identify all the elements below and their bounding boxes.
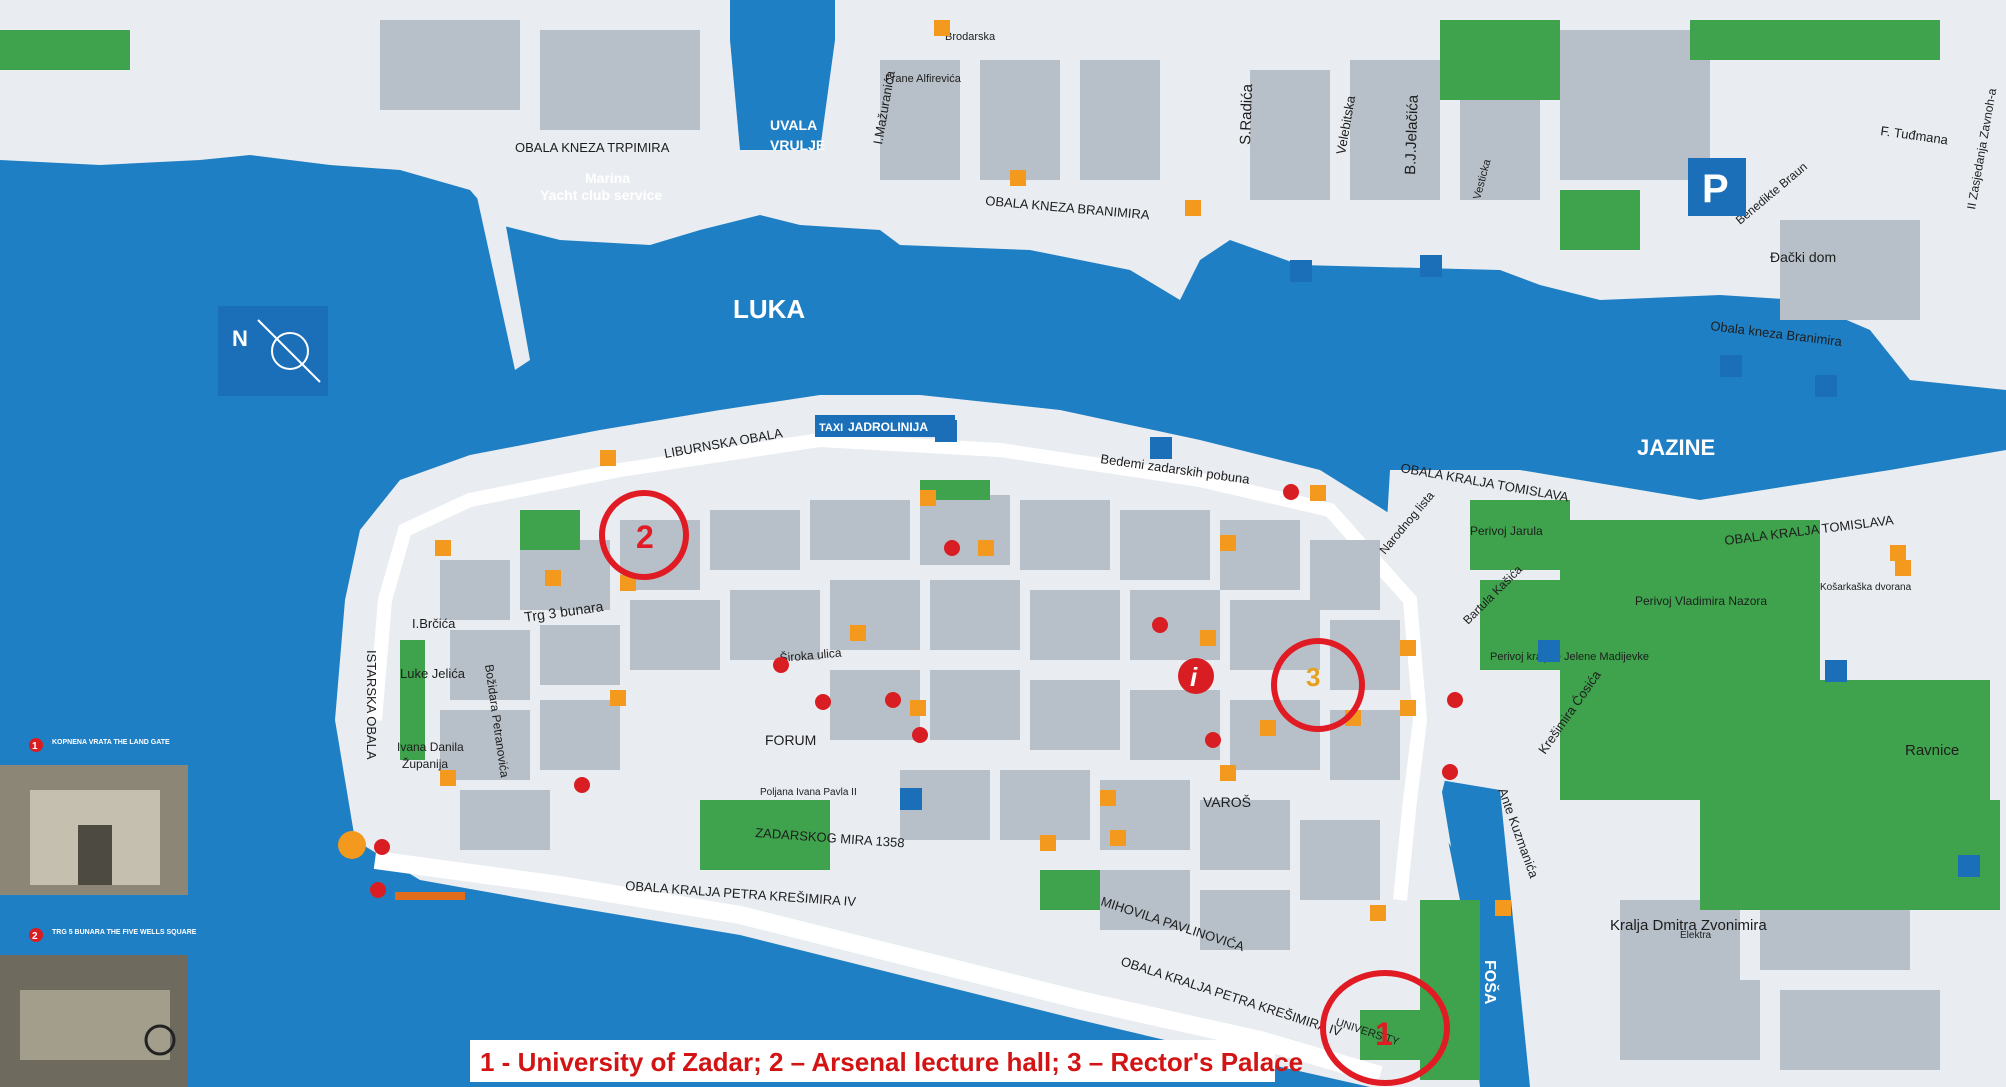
street-ravnice: Ravnice bbox=[1905, 742, 1959, 759]
marina-pier bbox=[470, 165, 530, 370]
street-kralja-dmitra: Kralja Dmitra Zvonimira bbox=[1610, 917, 1767, 934]
street-s-radica: S.Radića bbox=[1237, 83, 1256, 145]
street-siroka: Široka ulica bbox=[779, 645, 842, 665]
legend-card-1-number: 1 bbox=[32, 741, 38, 752]
district-varos: VAROŠ bbox=[1203, 794, 1251, 810]
greeting-to-the-sun-icon bbox=[338, 831, 366, 859]
sight-dots bbox=[370, 484, 1463, 898]
parking-icon bbox=[1538, 640, 1560, 662]
poljana-ivana-pavla-label: Poljana Ivana Pavla II bbox=[760, 787, 857, 798]
perivoj-kraljice-label: Perivoj kraljice Jelene Madijevke bbox=[1490, 651, 1649, 663]
parking-label: P bbox=[1702, 167, 1729, 211]
north-label: N bbox=[232, 326, 248, 351]
legend-card-2-title: TRG 5 BUNARA THE FIVE WELLS SQUARE bbox=[52, 929, 197, 936]
parking-icon bbox=[1150, 437, 1172, 459]
compass-icon bbox=[271, 332, 309, 370]
fosa-label: FOŠA bbox=[1481, 960, 1500, 1005]
perivoj-nazora-label: Perivoj Vladimira Nazora bbox=[1635, 594, 1767, 608]
legend-card-1-title: KOPNENA VRATA THE LAND GATE bbox=[52, 739, 170, 746]
jadrolinija-sign bbox=[815, 415, 955, 437]
vrulje-label: VRULJE bbox=[770, 137, 825, 153]
street-ivana-danila: Ivana Danila bbox=[397, 740, 464, 754]
caption-box bbox=[470, 1040, 1275, 1082]
legend-card-1: 1 KOPNENA VRATA THE LAND GATE bbox=[0, 738, 188, 895]
north-compass: N bbox=[218, 306, 328, 396]
map-caption: 1 - University of Zadar; 2 – Arsenal lec… bbox=[480, 1047, 1304, 1077]
uvala-label: UVALA bbox=[770, 117, 817, 133]
old-town-ring-road bbox=[368, 432, 1428, 901]
street-trpimira: OBALA KNEZA TRPIMIRA bbox=[515, 140, 670, 155]
street-istarska: ISTARSKA OBALA bbox=[364, 650, 379, 760]
parking-icon bbox=[1815, 375, 1837, 397]
parking-icon bbox=[900, 788, 922, 810]
parking-icon bbox=[1958, 855, 1980, 877]
marker-3-circle bbox=[1271, 638, 1365, 732]
yacht-club-label: Yacht club service bbox=[540, 187, 662, 203]
annotation-circles bbox=[599, 490, 1450, 1086]
vrulje-cove bbox=[730, 0, 835, 150]
street-i-brcica: I.Brčića bbox=[412, 616, 456, 631]
perivoj-jarula-label: Perivoj Jarula bbox=[1470, 524, 1543, 538]
dacki-dom-label: Đački dom bbox=[1770, 249, 1836, 265]
forum-label: FORUM bbox=[765, 732, 816, 748]
parking-icons: P bbox=[900, 158, 1980, 877]
street-bj-jelacica: B.J.Jelačića bbox=[1402, 94, 1422, 175]
legend-card-2: 2 TRG 5 BUNARA THE FIVE WELLS SQUARE bbox=[0, 928, 197, 1087]
parking-icon bbox=[1290, 260, 1312, 282]
kosarkaska-dvorana-label: Košarkaška dvorana bbox=[1820, 582, 1912, 593]
parking-icon bbox=[1825, 660, 1847, 682]
street-alfirevica: Frane Alfirevića bbox=[885, 73, 962, 85]
parking-icon bbox=[1420, 255, 1442, 277]
parks bbox=[0, 20, 2000, 1080]
jadrolinija-label: JADROLINIJA bbox=[848, 420, 928, 434]
marker-1-circle bbox=[1320, 970, 1450, 1086]
info-icon bbox=[1178, 658, 1214, 694]
street-zupanija: Županija bbox=[402, 756, 448, 771]
parking-icon bbox=[935, 420, 957, 442]
luka-label: LUKA bbox=[733, 294, 805, 324]
street-brodarska: Brodarska bbox=[945, 31, 996, 43]
street-luke-jelica: Luke Jelića bbox=[400, 666, 466, 681]
info-label: i bbox=[1190, 662, 1198, 692]
poi-icons bbox=[435, 20, 1911, 921]
parking-icon bbox=[1720, 355, 1742, 377]
marker-3-number: 3 bbox=[1306, 662, 1320, 692]
elektra-label: Elektra bbox=[1680, 930, 1712, 941]
sea-organ bbox=[395, 892, 465, 900]
marker-2-number: 2 bbox=[636, 519, 654, 555]
taxi-label: TAXI bbox=[819, 422, 843, 434]
marina-label: Marina bbox=[585, 170, 630, 186]
parking-icon bbox=[1688, 158, 1746, 216]
legend-card-2-number: 2 bbox=[32, 931, 38, 942]
marker-1-number: 1 bbox=[1375, 1016, 1393, 1052]
jazine-label: JAZINE bbox=[1637, 435, 1715, 460]
fosa-channel bbox=[1440, 780, 1530, 1087]
marker-2-circle bbox=[599, 490, 689, 580]
